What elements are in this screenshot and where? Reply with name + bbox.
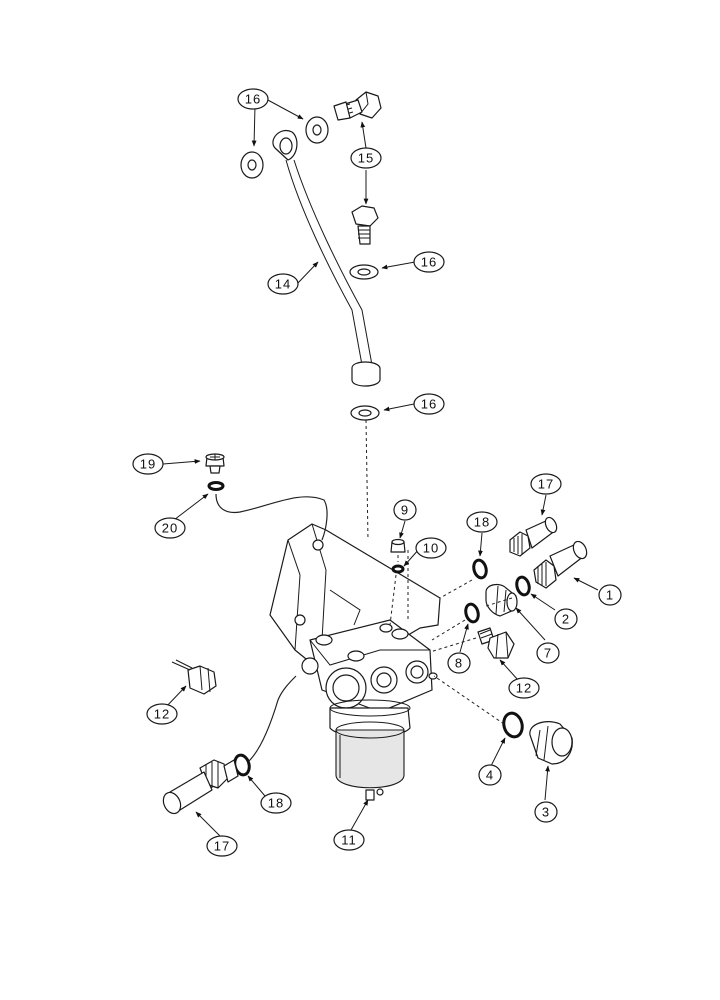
svg-text:4: 4	[486, 768, 494, 783]
svg-text:3: 3	[542, 805, 550, 820]
svg-text:8: 8	[455, 656, 463, 671]
o-ring-18-upper	[472, 558, 488, 580]
callout-19: 19	[132, 453, 164, 475]
o-ring-2	[515, 575, 531, 597]
svg-text:16: 16	[421, 255, 437, 270]
svg-text:19: 19	[140, 457, 156, 472]
fitting-1	[533, 540, 588, 589]
svg-text:2: 2	[562, 612, 570, 627]
callout-2: 2	[554, 608, 578, 630]
filter-element-11	[335, 721, 405, 801]
callout-11: 11	[333, 829, 365, 851]
callout-8: 8	[447, 652, 471, 674]
svg-text:12: 12	[154, 707, 170, 722]
svg-text:12: 12	[516, 681, 532, 696]
o-ring-20	[207, 481, 225, 491]
svg-text:18: 18	[268, 796, 284, 811]
svg-text:17: 17	[538, 477, 554, 492]
o-ring-8	[464, 602, 480, 624]
callout-15: 15	[350, 147, 382, 169]
banjo-bolt-middle	[351, 205, 379, 245]
svg-text:15: 15	[358, 151, 374, 166]
vent-plug-19	[205, 453, 225, 474]
plug-12-left	[171, 659, 217, 695]
callout-18-upper: 18	[466, 511, 498, 533]
callout-7: 7	[536, 642, 560, 664]
callout-16-middle: 16	[413, 251, 445, 273]
washer-10	[391, 564, 405, 574]
washer-16-upper-left	[240, 151, 264, 179]
svg-text:16: 16	[245, 92, 261, 107]
svg-text:14: 14	[275, 277, 291, 292]
callout-10: 10	[415, 537, 447, 559]
callout-3: 3	[534, 801, 558, 823]
fitting-17-upper	[509, 516, 558, 557]
svg-text:10: 10	[423, 541, 439, 556]
washer-16-middle	[349, 264, 379, 280]
banjo-bolt-top	[333, 91, 382, 121]
svg-text:18: 18	[474, 515, 490, 530]
plug-12-right	[477, 627, 515, 659]
callout-4: 4	[478, 764, 502, 786]
callout-18-lower: 18	[260, 792, 292, 814]
union-7	[485, 583, 518, 617]
washer-16-lower	[350, 405, 380, 421]
callout-1: 1	[598, 584, 622, 606]
svg-text:11: 11	[341, 833, 357, 848]
svg-text:17: 17	[214, 839, 230, 854]
svg-text:9: 9	[401, 503, 409, 518]
fuel-line-14	[272, 130, 381, 387]
svg-text:7: 7	[544, 646, 552, 661]
callout-16-lower: 16	[413, 393, 445, 415]
callout-17-lower: 17	[206, 835, 238, 857]
callout-20: 20	[154, 517, 186, 539]
filter-head-body	[269, 523, 441, 738]
callout-9: 9	[393, 499, 417, 521]
plug-3	[529, 721, 573, 765]
callout-17-upper: 17	[530, 473, 562, 495]
fitting-17-lower	[162, 759, 239, 815]
washer-16-upper-right	[305, 116, 329, 144]
screw-9	[390, 538, 406, 553]
o-ring-4	[502, 711, 524, 739]
svg-text:20: 20	[162, 521, 178, 536]
svg-text:16: 16	[421, 397, 437, 412]
callout-12-left: 12	[146, 703, 178, 725]
svg-text:1: 1	[606, 588, 614, 603]
callout-12-right: 12	[508, 677, 540, 699]
callout-16-top-left: 16	[237, 88, 269, 110]
callout-14: 14	[267, 273, 299, 295]
